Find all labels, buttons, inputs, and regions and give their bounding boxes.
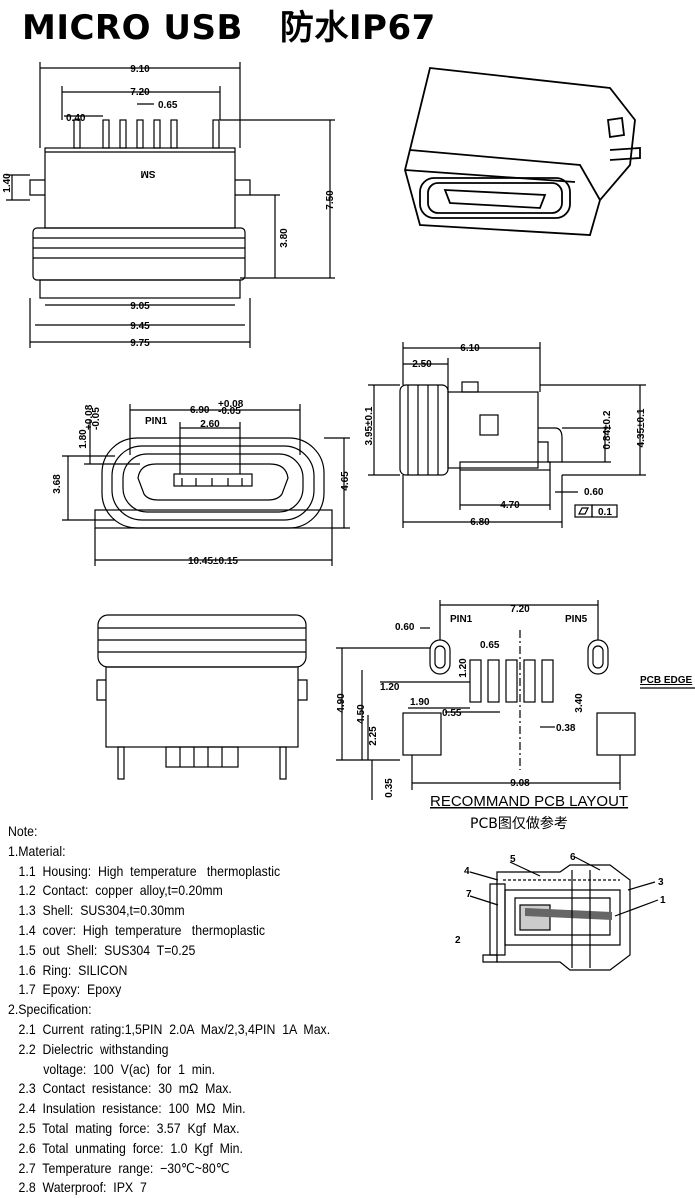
dim-0.55: 0.55	[442, 708, 462, 719]
dim-3.95: 3.95±0.1	[364, 406, 375, 445]
dim-6.10: 6.10	[460, 343, 480, 354]
flatness-tol: 0.1	[598, 507, 612, 518]
dim-3.68: 3.68	[52, 474, 63, 494]
front-view: SM 9.10 7.20 0.40 0.65 1.	[2, 62, 336, 349]
dim-2.60: 2.60	[200, 419, 220, 430]
material-item: 1.1 Housing: High temperature thermoplas…	[18, 862, 281, 879]
pcb-layout-subcaption: PCB图仅做参考	[470, 815, 568, 832]
dim-6.90-upper-tol: +0.08	[218, 399, 244, 410]
dim-7.20: 7.20	[130, 87, 150, 98]
dim-4.65: 4.65	[340, 471, 351, 491]
spec-item: 2.3 Contact resistance: 30 mΩ Max.	[18, 1080, 232, 1097]
spec-item: 2.2 Dielectric withstanding	[18, 1040, 169, 1057]
notes-block: Note: 1.Material: 1.1 Housing: High temp…	[8, 822, 330, 1198]
dim-4.35: 4.35±0.1	[636, 408, 647, 447]
bottom-view	[96, 614, 308, 780]
dim-0.84: 0.84±0.2	[602, 410, 613, 449]
spec-item: 2.8 Waterproof: IPX 7	[18, 1179, 147, 1196]
dim-1.80: 1.80	[78, 429, 89, 449]
dim-7.50: 7.50	[325, 190, 336, 210]
notes-heading: Note:	[8, 823, 38, 839]
pin1-label: PIN1	[145, 416, 168, 427]
dim-0.40: 0.40	[66, 113, 86, 124]
dim-2.25: 2.25	[368, 726, 379, 746]
material-item: 1.4 cover: High temperature thermoplasti…	[18, 921, 266, 938]
dim-4.90: 4.90	[336, 693, 347, 713]
callout-5: 5	[510, 854, 516, 865]
callout-7: 7	[466, 889, 472, 900]
spec-item: 2.5 Total mating force: 3.57 Kgf Max.	[18, 1119, 240, 1136]
dim-0.65: 0.65	[158, 100, 178, 111]
dim-4.50: 4.50	[356, 704, 367, 724]
iso-view	[404, 67, 641, 236]
side-view: 6.10 2.50 3.95±0.1 0.84±0.2 4.35±0.1 4.7…	[364, 342, 647, 528]
dim-0.65: 0.65	[480, 640, 500, 651]
dim-6.80: 6.80	[470, 517, 490, 528]
material-item: 1.7 Epoxy: Epoxy	[18, 981, 122, 998]
dim-0.60: 0.60	[395, 622, 415, 633]
cross-section: 1 2 3 4 5 6 7	[455, 852, 666, 971]
material-item: 1.5 out Shell: SUS304 T=0.25	[18, 941, 196, 958]
dim-2.50: 2.50	[412, 359, 432, 370]
callout-3: 3	[658, 877, 664, 888]
pcb-layout-caption: RECOMMAND PCB LAYOUT	[430, 793, 628, 810]
spec-item: 2.1 Current rating:1,5PIN 2.0A Max/2,3,4…	[18, 1020, 331, 1037]
dim-3.80: 3.80	[279, 228, 290, 248]
dim-1.80-upper-tol: +0.08	[84, 404, 95, 430]
dim-9.05: 9.05	[130, 301, 150, 312]
callout-1: 1	[660, 895, 666, 906]
dim-1.20-vert: 1.20	[458, 658, 469, 678]
spec-item: 2.4 Insulation resistance: 100 MΩ Min.	[18, 1100, 246, 1117]
front-mark: SM	[141, 168, 156, 179]
dim-9.75: 9.75	[130, 338, 150, 349]
spec-item: 2.7 Temperature range: −30℃~80℃	[18, 1159, 230, 1176]
dim-4.70: 4.70	[500, 500, 520, 511]
pcb-layout-view: 7.20 0.60 PIN1 PIN5 0.65 1.20 1.20 1.90 …	[336, 600, 695, 832]
dim-6.90: 6.90	[190, 405, 210, 416]
spec-item: voltage: 100 V(ac) for 1 min.	[43, 1060, 216, 1077]
pin1-label: PIN1	[450, 614, 473, 625]
material-item: 1.3 Shell: SUS304,t=0.30mm	[18, 902, 185, 919]
spec-heading: 2.Specification:	[8, 1001, 92, 1018]
dim-1.90: 1.90	[410, 697, 430, 708]
dim-9.45: 9.45	[130, 321, 150, 332]
dim-0.60: 0.60	[584, 487, 604, 498]
dim-0.38: 0.38	[556, 723, 576, 734]
material-item: 1.6 Ring: SILICON	[18, 961, 128, 978]
page-title: MICRO USB 防水IP67	[22, 8, 436, 48]
end-view: PIN1 6.90 +0.08 -0.05 2.60 1.80 +0.08 -0…	[52, 399, 351, 567]
spec-item: 2.6 Total unmating force: 1.0 Kgf Min.	[18, 1139, 243, 1156]
dim-9.08: 9.08	[510, 778, 530, 789]
callout-2: 2	[455, 935, 461, 946]
dim-0.35: 0.35	[384, 778, 395, 798]
callout-6: 6	[570, 852, 576, 863]
material-heading: 1.Material:	[8, 842, 66, 859]
pin5-label: PIN5	[565, 614, 588, 625]
dim-1.80-lower-tol: -0.05	[91, 407, 102, 430]
pcb-edge-label: PCB EDGE	[640, 675, 693, 686]
callout-4: 4	[464, 866, 470, 877]
dim-6.90-lower-tol: -0.05	[218, 406, 241, 417]
material-item: 1.2 Contact: copper alloy,t=0.20mm	[18, 882, 223, 899]
dim-1.20-horz: 1.20	[380, 682, 400, 693]
dim-3.40: 3.40	[574, 693, 585, 713]
dim-7.20: 7.20	[510, 604, 530, 615]
dim-1.40: 1.40	[2, 173, 13, 193]
dim-9.10: 9.10	[130, 64, 150, 75]
dim-10.45: 10.45±0.15	[188, 556, 238, 567]
